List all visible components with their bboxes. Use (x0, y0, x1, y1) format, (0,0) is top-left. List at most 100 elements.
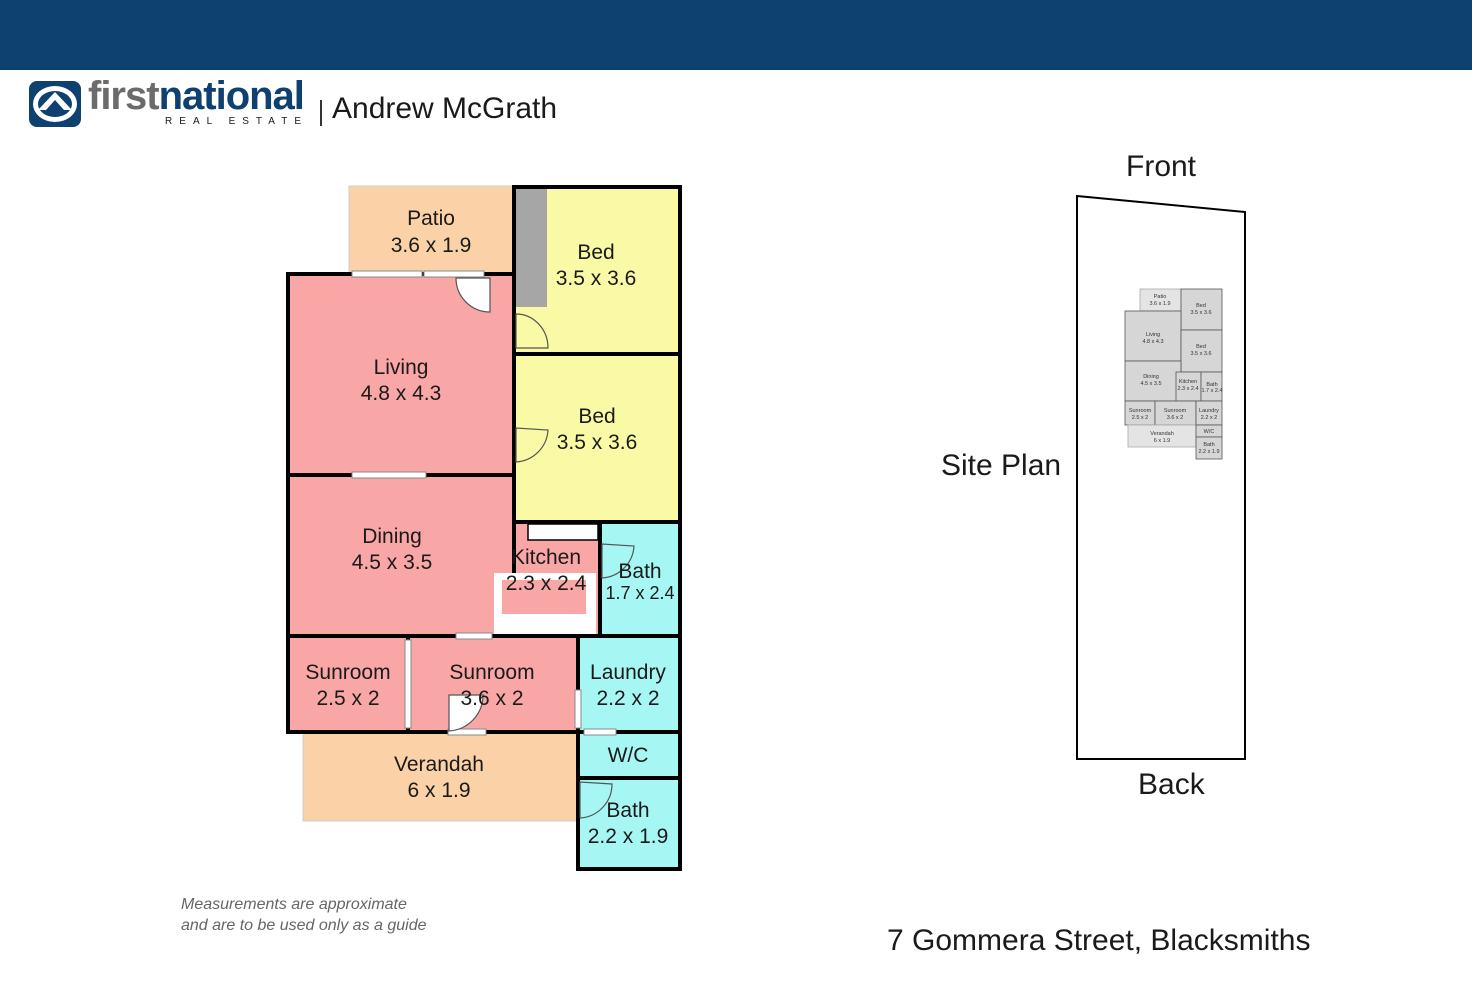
svg-text:4.5 x 3.5: 4.5 x 3.5 (1140, 381, 1161, 387)
window (404, 639, 412, 729)
sp-label: 4.5 x 3.5 (1140, 381, 1161, 387)
svg-text:Sunroom: Sunroom (1164, 408, 1187, 414)
svg-text:Verandah: Verandah (394, 753, 484, 776)
sp-label: 2.2 x 2 (1201, 415, 1218, 421)
svg-text:Living: Living (1146, 332, 1160, 338)
room-name: Bed (577, 241, 614, 264)
room-sunroom-2 (406, 634, 580, 734)
property-address: 7 Gommera Street, Blacksmiths (887, 924, 1311, 957)
svg-text:1.7 x 2.4: 1.7 x 2.4 (1201, 388, 1222, 394)
disclaimer-line-1: Measurements are approximate (181, 896, 407, 913)
svg-text:3.5 x 3.6: 3.5 x 3.6 (556, 267, 637, 290)
svg-text:Bath: Bath (606, 799, 649, 822)
sp-label: Bed (1196, 303, 1206, 309)
sp-laundry (1195, 400, 1223, 426)
sp-label: Kitchen (1179, 379, 1197, 385)
sp-sunroom-2 (1154, 400, 1197, 426)
room-dims: 2.2 x 2 (596, 687, 659, 710)
svg-text:3.5 x 3.6: 3.5 x 3.6 (1190, 310, 1211, 316)
room-name: Patio (407, 207, 455, 230)
brand-first: first (88, 74, 160, 118)
svg-text:Bed: Bed (577, 241, 614, 264)
site-footprint-labels: Patio 3.6 x 1.9 Bed 3.5 x 3.6 Living 4.8… (1129, 294, 1223, 455)
room-dims: 3.6 x 2 (460, 687, 523, 710)
sp-label: 1.7 x 2.4 (1201, 388, 1222, 394)
door-swing (455, 277, 491, 313)
sp-label: 3.5 x 3.6 (1190, 351, 1211, 357)
svg-text:3.5 x 3.6: 3.5 x 3.6 (1190, 351, 1211, 357)
room-name: Sunroom (449, 661, 534, 684)
svg-text:Kitchen: Kitchen (1179, 379, 1197, 385)
sp-label: Patio (1154, 294, 1167, 300)
sp-label: Laundry (1199, 408, 1219, 414)
svg-text:Patio: Patio (407, 207, 455, 230)
room-wc (576, 730, 682, 780)
room-dims: 4.8 x 4.3 (361, 382, 442, 405)
brand-header: firstnational REAL ESTATE Andrew McGrath (28, 74, 558, 132)
svg-text:Living: Living (374, 356, 429, 379)
svg-text:6 x 1.9: 6 x 1.9 (1154, 438, 1171, 444)
door-swing (579, 781, 613, 819)
svg-text:2.3 x 2.4: 2.3 x 2.4 (1177, 386, 1198, 392)
sp-label: 3.6 x 1.9 (1149, 301, 1170, 307)
svg-text:4.5 x 3.5: 4.5 x 3.5 (352, 551, 433, 574)
room-name: Bath (606, 799, 649, 822)
room-dims: 2.5 x 2 (316, 687, 379, 710)
svg-text:Bath: Bath (1203, 442, 1214, 448)
site-boundary (1076, 194, 1246, 760)
agent-name: Andrew McGrath (332, 92, 558, 125)
svg-text:W/C: W/C (1204, 429, 1215, 435)
svg-text:6 x 1.9: 6 x 1.9 (407, 779, 470, 802)
room-patio (348, 185, 514, 275)
svg-text:3.5 x 3.6: 3.5 x 3.6 (557, 431, 638, 454)
window (574, 689, 582, 729)
wardrobe (516, 189, 547, 307)
sp-label: Bed (1196, 344, 1206, 350)
sp-label: 2.2 x 1.9 (1198, 449, 1219, 455)
window (455, 632, 493, 640)
svg-text:Sunroom: Sunroom (1129, 408, 1152, 414)
svg-text:2.5 x 2: 2.5 x 2 (316, 687, 379, 710)
svg-text:W/C: W/C (608, 744, 649, 767)
door-swing (448, 694, 484, 732)
svg-text:3.6 x 2: 3.6 x 2 (1167, 415, 1184, 421)
sp-label: Sunroom (1129, 408, 1152, 414)
sp-label: W/C (1204, 429, 1215, 435)
brand-national: national (158, 74, 305, 118)
room-name: W/C (608, 744, 649, 767)
svg-text:Sunroom: Sunroom (305, 661, 390, 684)
window (423, 270, 485, 278)
site-plan-title: Site Plan (941, 449, 1062, 482)
room-dims: 3.5 x 3.6 (557, 431, 638, 454)
sp-sunroom-1 (1124, 400, 1156, 426)
room-name: Sunroom (305, 661, 390, 684)
room-dims: 3.5 x 3.6 (556, 267, 637, 290)
svg-text:Bed: Bed (1196, 303, 1206, 309)
svg-text:4.8 x 4.3: 4.8 x 4.3 (361, 382, 442, 405)
window (447, 728, 487, 736)
room-dims: 1.7 x 2.4 (605, 583, 674, 603)
room-name: Bath (618, 560, 661, 583)
kitchen-cabinet (527, 523, 599, 541)
room-name: Living (374, 356, 429, 379)
svg-text:2.2 x 1.9: 2.2 x 1.9 (588, 825, 669, 848)
window (351, 471, 427, 479)
disclaimer: Measurements are approximate and are to … (181, 894, 427, 936)
svg-text:Bed: Bed (1196, 344, 1206, 350)
svg-text:3.6 x 1.9: 3.6 x 1.9 (391, 234, 472, 257)
sp-label: 4.8 x 4.3 (1142, 339, 1163, 345)
room-dims: 6 x 1.9 (407, 779, 470, 802)
svg-text:Dining: Dining (362, 525, 422, 548)
room-dims: 2.2 x 1.9 (588, 825, 669, 848)
brand-separator (320, 100, 322, 126)
svg-text:Patio: Patio (1154, 294, 1167, 300)
sp-label: Sunroom (1164, 408, 1187, 414)
sp-label: Dining (1143, 374, 1159, 380)
site-footprint (1124, 288, 1223, 460)
first-national-logo-icon (29, 81, 81, 127)
disclaimer-line-2: and are to be used only as a guide (181, 917, 427, 934)
site-back-label: Back (1138, 768, 1205, 801)
sp-label: 3.6 x 2 (1167, 415, 1184, 421)
sp-label: Verandah (1150, 431, 1174, 437)
